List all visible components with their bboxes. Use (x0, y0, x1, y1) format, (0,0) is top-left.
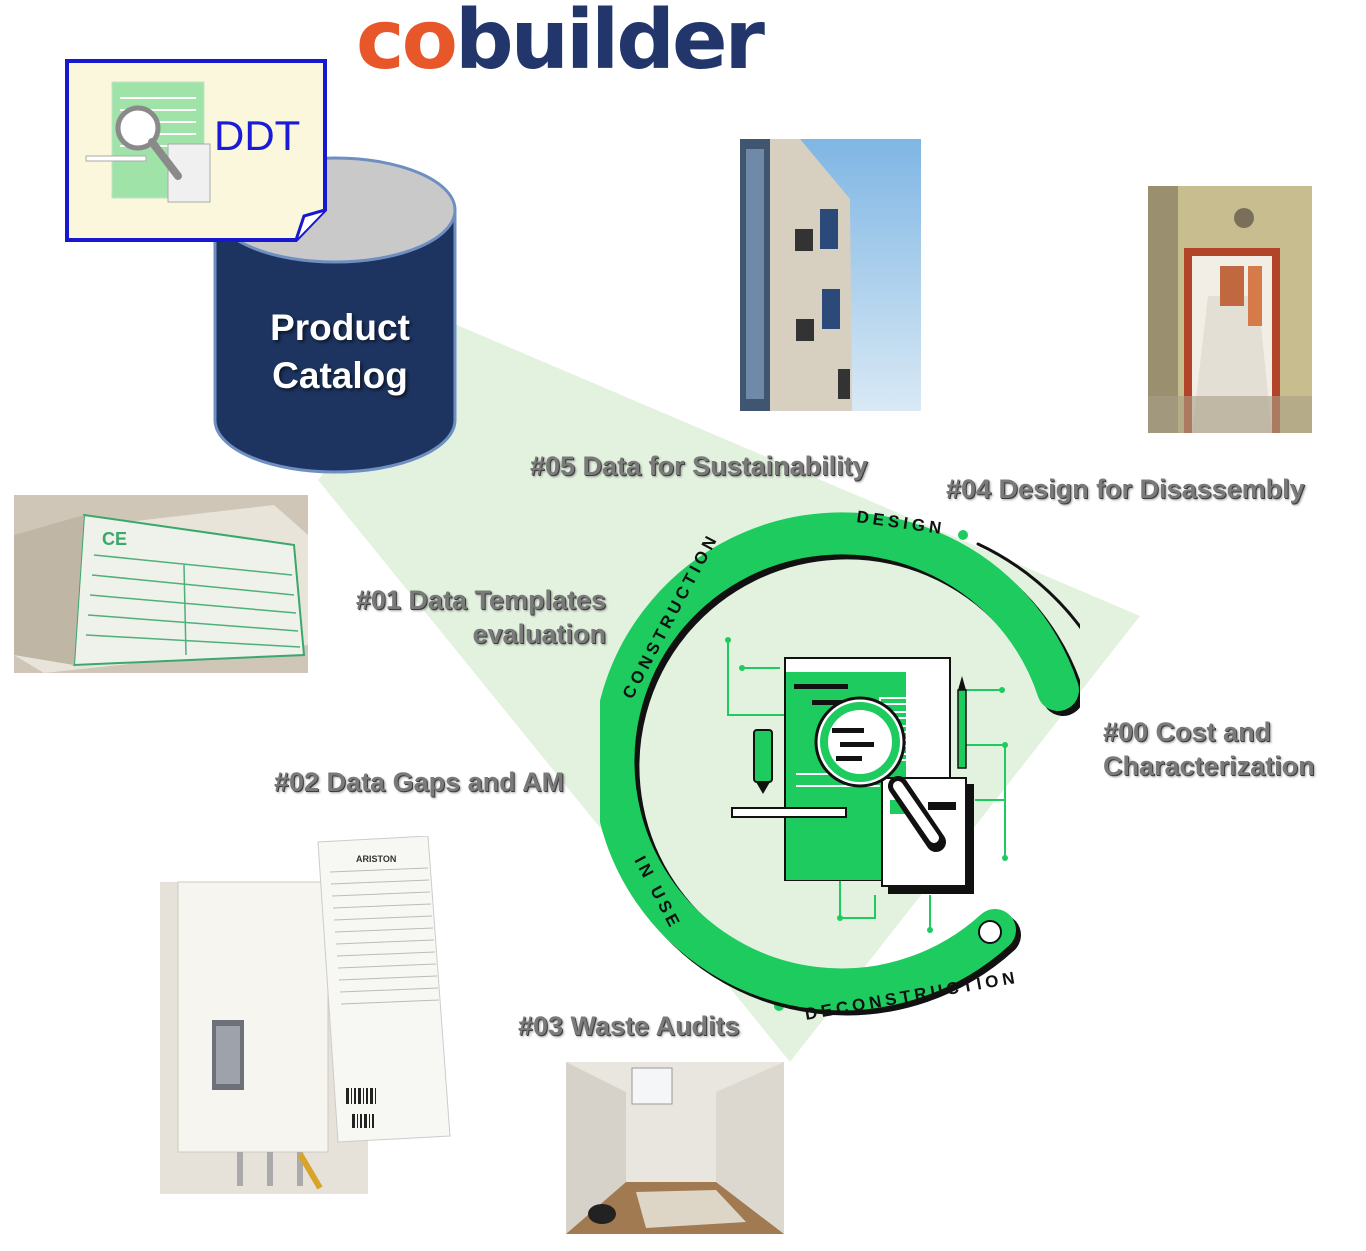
photo-building-facade (740, 139, 921, 411)
label-plate-brand: ARISTON (356, 854, 396, 864)
logo-builder: builder (454, 0, 765, 88)
photo-interior-doorway (1148, 186, 1312, 433)
label-05-data-for-sustainability: #05 Data for Sustainability (530, 451, 868, 481)
cobuilder-logo: cobuilder (356, 0, 765, 82)
catalog-line1: Product (270, 307, 410, 348)
logo-co: co (356, 0, 458, 88)
label-01-line2: evaluation (472, 619, 606, 649)
catalog-line2: Catalog (272, 355, 408, 396)
label-00-line1: #00 Cost and (1103, 717, 1272, 747)
label-01-line1: #01 Data Templates (355, 585, 606, 615)
ddt-label: DDT (214, 112, 301, 159)
lifecycle-diagram: DESIGN CONSTRUCTION IN USE DECONSTRUCTIO… (600, 507, 1080, 1024)
label-00-line2: Characterization (1103, 751, 1315, 781)
product-catalog-label: Product Catalog (220, 304, 460, 400)
label-04-design-for-disassembly: #04 Design for Disassembly (946, 474, 1305, 504)
svg-text:CE: CE (102, 529, 127, 549)
photo-empty-room (566, 1062, 784, 1234)
label-02-data-gaps-and-am: #02 Data Gaps and AM (274, 767, 565, 797)
photo-water-heater: ARISTON (160, 836, 451, 1194)
ddt-document (65, 59, 327, 242)
ring-label-construction: CONSTRUCTION (619, 530, 723, 702)
label-01-data-templates-evaluation: #01 Data Templates evaluation (336, 583, 606, 651)
label-03-waste-audits: #03 Waste Audits (518, 1011, 740, 1041)
photo-ce-label-box: CE (14, 495, 308, 673)
label-00-cost-and-characterization: #00 Cost and Characterization (1103, 715, 1315, 783)
